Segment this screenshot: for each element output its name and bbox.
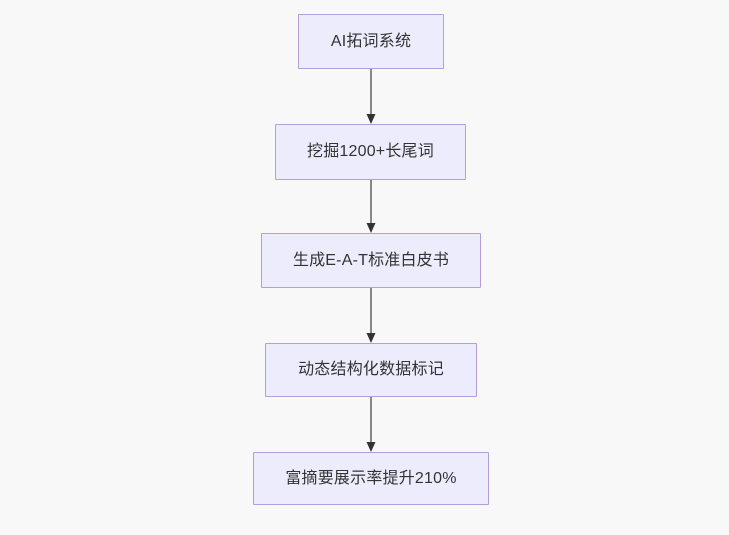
flowchart-node-rich-snippet-rate-increase[interactable]: 富摘要展示率提升210% bbox=[253, 452, 489, 505]
flowchart-node-generate-eat-whitepaper[interactable]: 生成E-A-T标准白皮书 bbox=[261, 233, 481, 288]
flowchart-node-dynamic-structured-data-markup[interactable]: 动态结构化数据标记 bbox=[265, 343, 477, 397]
flowchart-node-label: AI拓词系统 bbox=[330, 32, 412, 50]
flowchart-node-ai-keyword-system[interactable]: AI拓词系统 bbox=[298, 14, 444, 69]
flowchart-node-mine-longtail-keywords[interactable]: 挖掘1200+长尾词 bbox=[275, 124, 466, 180]
flowchart-node-label: 挖掘1200+长尾词 bbox=[307, 143, 434, 161]
flowchart-node-label: 富摘要展示率提升210% bbox=[285, 469, 457, 487]
flowchart-node-label: 动态结构化数据标记 bbox=[298, 361, 444, 379]
flowchart-node-label: 生成E-A-T标准白皮书 bbox=[292, 251, 450, 269]
